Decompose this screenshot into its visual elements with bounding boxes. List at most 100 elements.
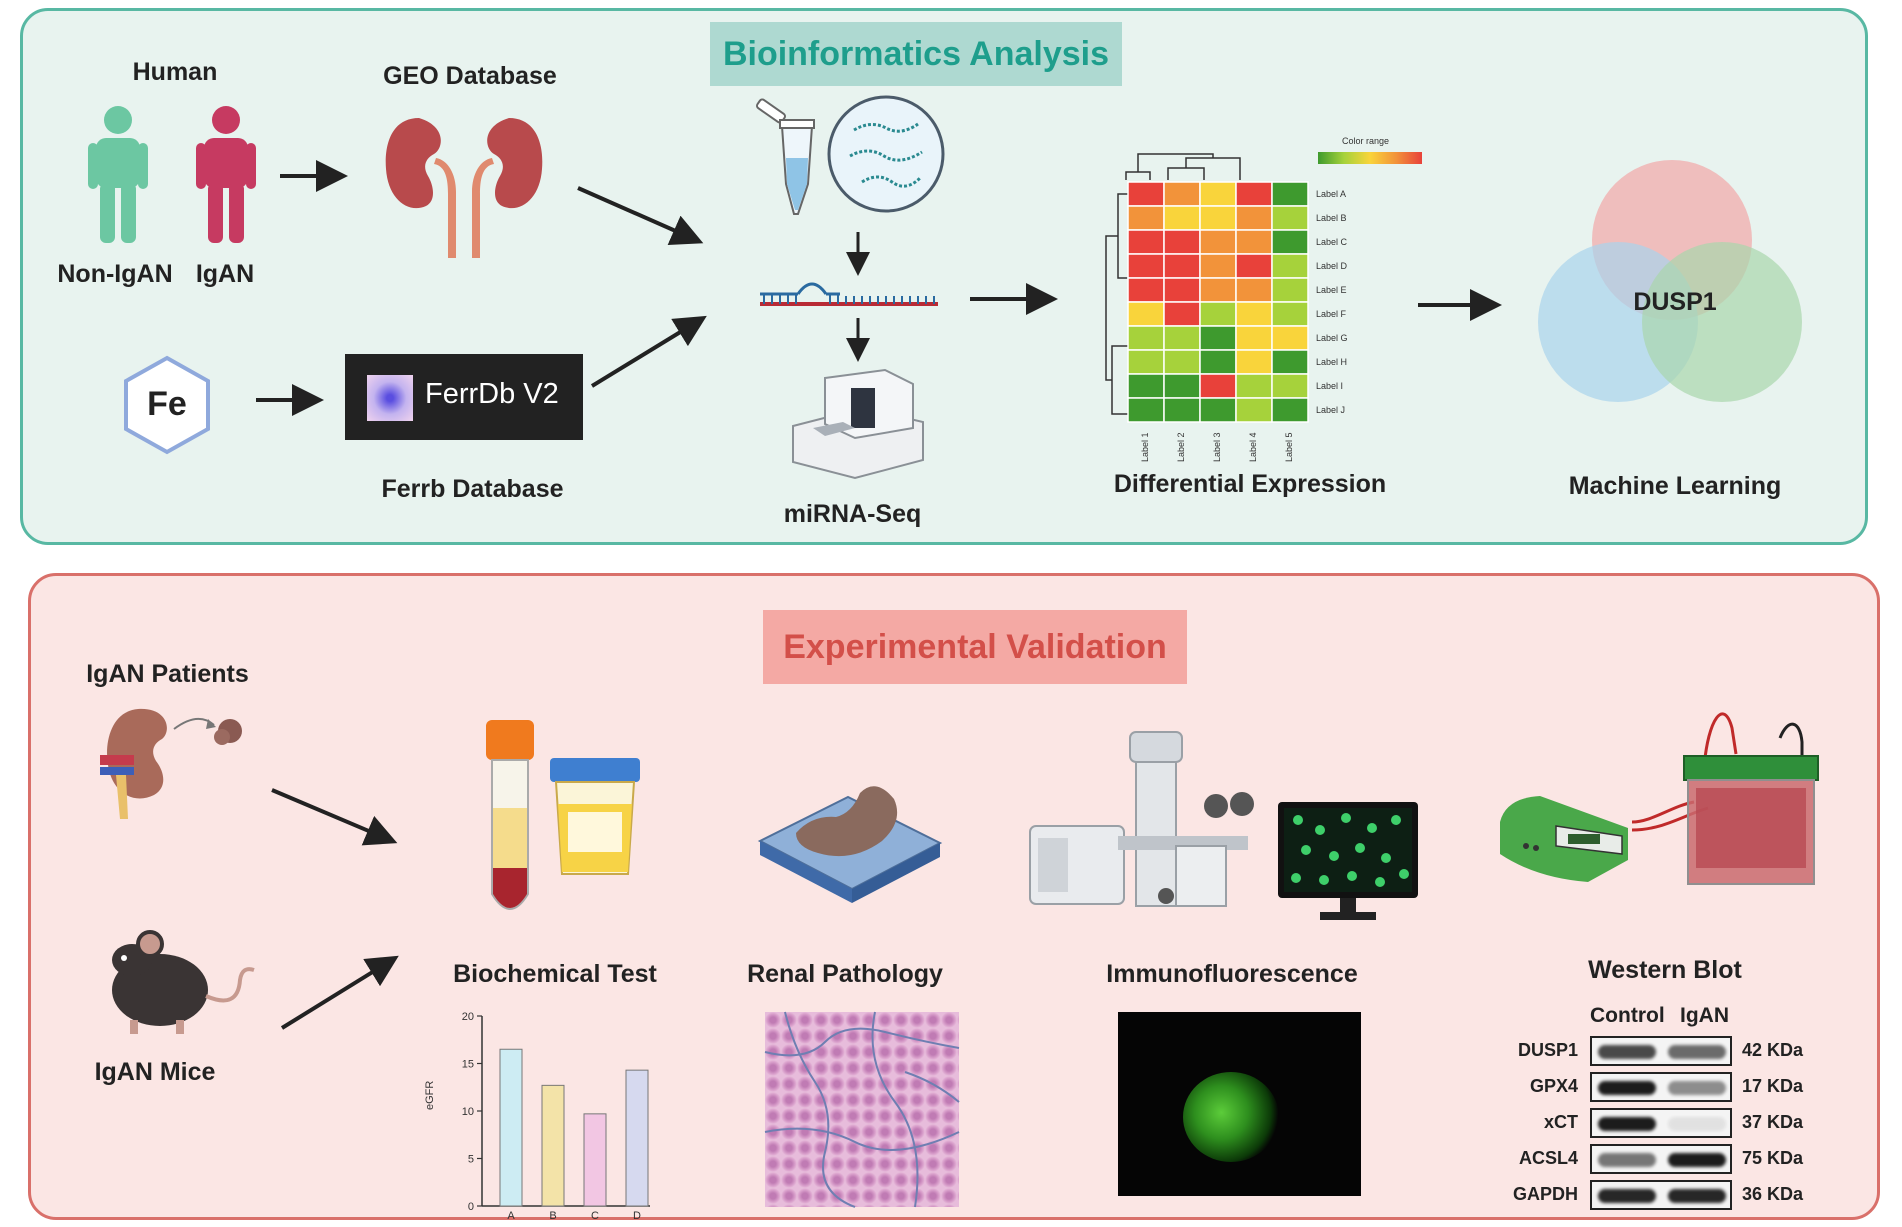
wb-band-box [1590,1108,1732,1138]
sequencer-icon [792,368,924,480]
wb-band-igan [1668,1081,1726,1095]
y-tick-label: 15 [462,1059,474,1071]
wb-kda-label: 36 KDa [1742,1184,1804,1204]
arrows-top [256,160,1502,416]
heatmap-cell [1199,301,1237,327]
wb-band-igan [1668,1153,1726,1167]
fe-hexagon-icon [124,355,210,455]
bioinformatics-title: Bioinformatics Analysis [710,22,1122,86]
heatmap-cell [1127,349,1165,375]
immunofluorescence-image [1118,1012,1361,1196]
heatmap-cell [1163,397,1201,423]
wb-band-igan [1668,1189,1726,1203]
color-range-label: Color range [1342,136,1390,146]
heatmap-row-label: Label D [1316,261,1348,271]
human-label: Human [132,58,218,86]
heatmap-cell [1235,397,1273,423]
immunofluorescence-label: Immunofluorescence [1106,960,1358,988]
x-category-label: C [591,1210,599,1222]
y-tick-label: 5 [468,1154,474,1166]
heatmap-cell [1199,277,1237,303]
heatmap-cell [1235,373,1273,399]
monitor-icon [1278,802,1418,920]
wb-igan-label: IgAN [1680,1004,1729,1027]
igan-label: IgAN [195,260,255,288]
biochemical-test-label: Biochemical Test [453,960,657,988]
heatmap-cell [1271,373,1309,399]
pathology-image [764,1011,960,1208]
x-category-label: A [507,1210,515,1222]
color-range-bar [1318,152,1422,164]
geo-database-label: GEO Database [383,62,557,90]
heatmap-cell [1235,181,1273,207]
wb-kda-label: 42 KDa [1742,1040,1804,1060]
wb-band-box [1590,1144,1732,1174]
mouse-icon [112,930,255,1034]
wb-kda-label: 37 KDa [1742,1112,1804,1132]
egfr-axis-label: eGFR [424,1080,436,1110]
experimental-validation-title: Experimental Validation [763,610,1187,684]
heatmap-cell [1127,397,1165,423]
heatmap-row-label: Label B [1316,213,1347,223]
wb-kda-label: 17 KDa [1742,1076,1804,1096]
wb-band-box [1590,1180,1732,1210]
venn-diagram [1538,160,1802,402]
wb-band-control [1598,1045,1656,1059]
heatmap-cell [1199,349,1237,375]
heatmap-row-label: Label E [1316,285,1347,295]
heatmap-cell [1271,349,1309,375]
non-igan-human-icon [88,106,148,243]
wb-protein-label: xCT [1543,1112,1578,1132]
wb-kda-label: 75 KDa [1742,1148,1804,1168]
sample-tube-icon [756,98,815,215]
egfr-bar [499,1048,523,1207]
slide-scanner-icon [757,786,943,903]
pathology-vessels [764,1011,960,1208]
dusp1-label: DUSP1 [1633,288,1717,316]
heatmap-row-label: Label J [1316,405,1346,415]
egfr-bar [541,1084,565,1207]
mirna-seq-label: miRNA-Seq [783,500,922,528]
wb-band-igan [1668,1117,1726,1131]
heatmap-cell [1271,181,1309,207]
power-supply-icon [1500,796,1628,882]
ferrdb-logo: FerrDb V2 [345,354,583,440]
heatmap-cell [1127,205,1165,231]
glomerulus-stain [1183,1072,1279,1162]
wb-band-control [1598,1153,1656,1167]
heatmap-cell [1235,253,1273,279]
electrophoresis-tank-icon [1631,712,1819,885]
wb-band-igan [1668,1045,1726,1059]
venn-circle [1642,242,1802,402]
igan-mice-label: IgAN Mice [94,1058,216,1086]
heatmap-cell [1163,181,1201,207]
machine-learning-label: Machine Learning [1568,472,1782,500]
heatmap-row-label: Label F [1316,309,1347,319]
blood-tube-icon [486,720,534,910]
heatmap-cell [1271,325,1309,351]
heatmap-cell [1199,253,1237,279]
igan-human-icon [196,106,256,243]
patient-kidney-icon [100,708,242,819]
non-igan-label: Non-IgAN [57,260,173,288]
y-tick-label: 0 [468,1201,474,1213]
heatmap-cell [1271,397,1309,423]
wb-protein-label: DUSP1 [1517,1040,1578,1060]
igan-patients-label: IgAN Patients [86,660,249,688]
heatmap-cell [1271,277,1309,303]
heatmap-row-label: Label I [1316,381,1344,391]
wb-protein-label: GPX4 [1529,1076,1578,1096]
heatmap-cell [1163,253,1201,279]
heatmap-cell [1163,277,1201,303]
x-category-label: D [633,1210,641,1222]
x-category-label: B [549,1210,556,1222]
heatmap-row-label: Label G [1316,333,1348,343]
kidneys-icon [385,118,543,258]
ferrdb-logo-text: FerrDb V2 [425,378,559,410]
ferrdb-logo-mark [367,375,413,421]
wb-protein-label: ACSL4 [1518,1148,1578,1168]
wb-band-control [1598,1117,1656,1131]
heatmap-cell [1271,301,1309,327]
